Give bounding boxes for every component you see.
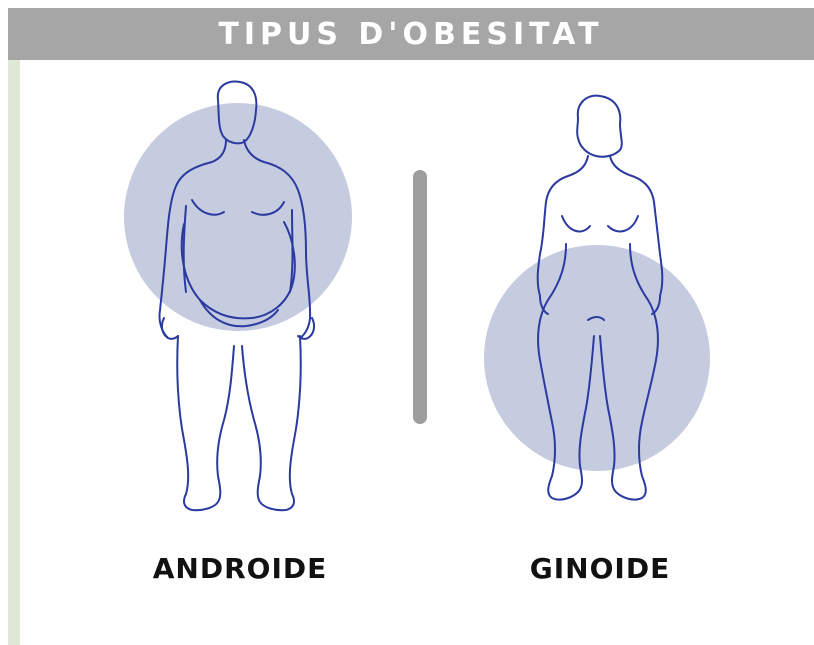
gynoid-label: GINOIDE xyxy=(500,552,700,585)
gynoid-hips-highlight xyxy=(484,245,710,471)
android-abdomen-highlight xyxy=(124,103,352,331)
android-label: ANDROIDE xyxy=(140,552,340,585)
center-divider xyxy=(413,170,427,424)
gynoid-panel xyxy=(484,96,710,500)
android-panel xyxy=(124,82,352,511)
